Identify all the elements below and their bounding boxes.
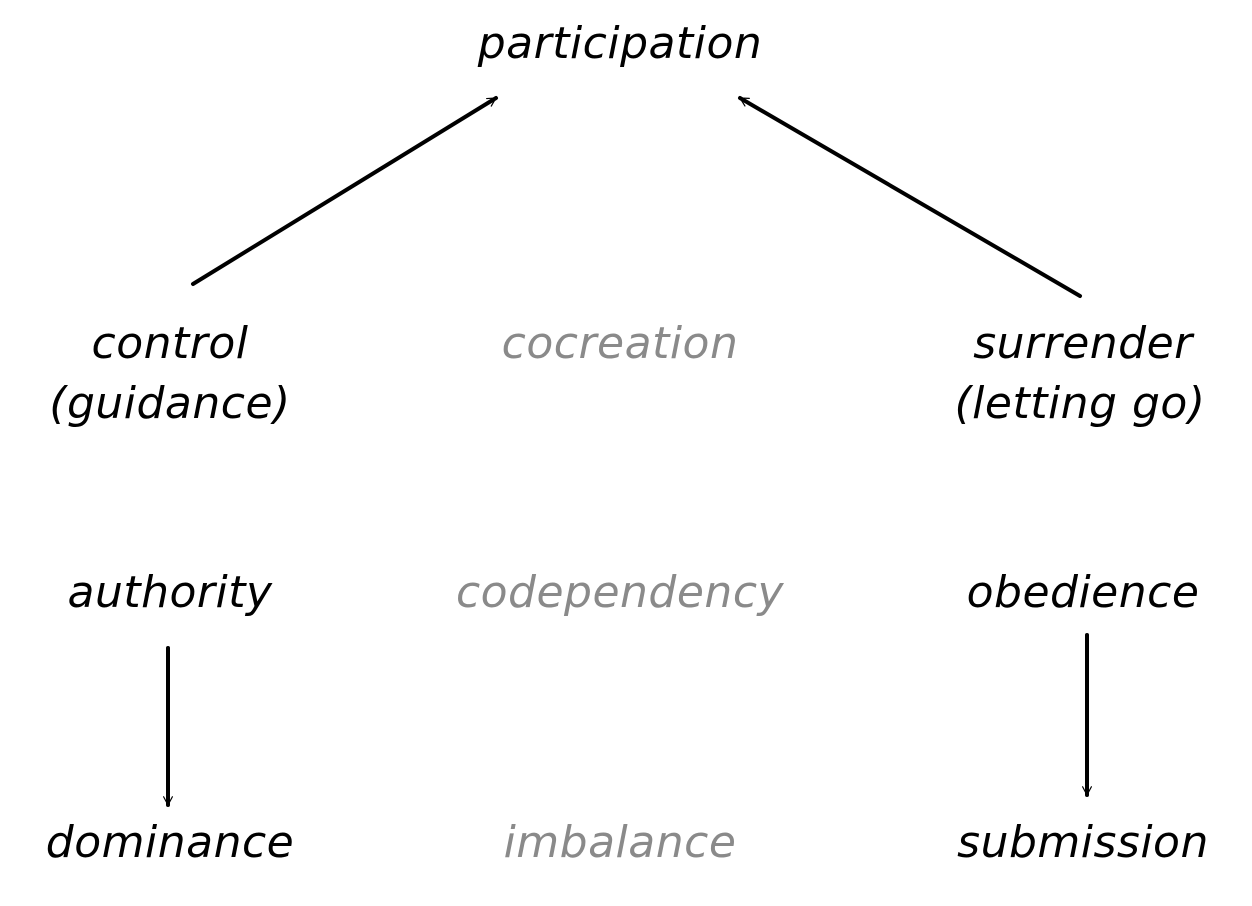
node-cocreation: cocreation xyxy=(502,318,739,369)
node-codependency: codependency xyxy=(456,567,785,618)
arrow-surrender-to-participation xyxy=(738,96,1082,298)
node-submission: submission xyxy=(957,817,1209,868)
node-dominance: dominance xyxy=(46,817,294,868)
node-guidance: (guidance) xyxy=(49,378,290,429)
node-authority: authority xyxy=(67,567,272,618)
node-control: control xyxy=(92,318,249,369)
node-obedience: obedience xyxy=(967,567,1200,618)
node-participation: participation xyxy=(477,18,763,69)
node-letting-go: (letting go) xyxy=(954,378,1205,429)
node-surrender: surrender xyxy=(973,318,1195,369)
node-imbalance: imbalance xyxy=(504,817,737,868)
arrow-control-to-participation xyxy=(191,96,498,286)
